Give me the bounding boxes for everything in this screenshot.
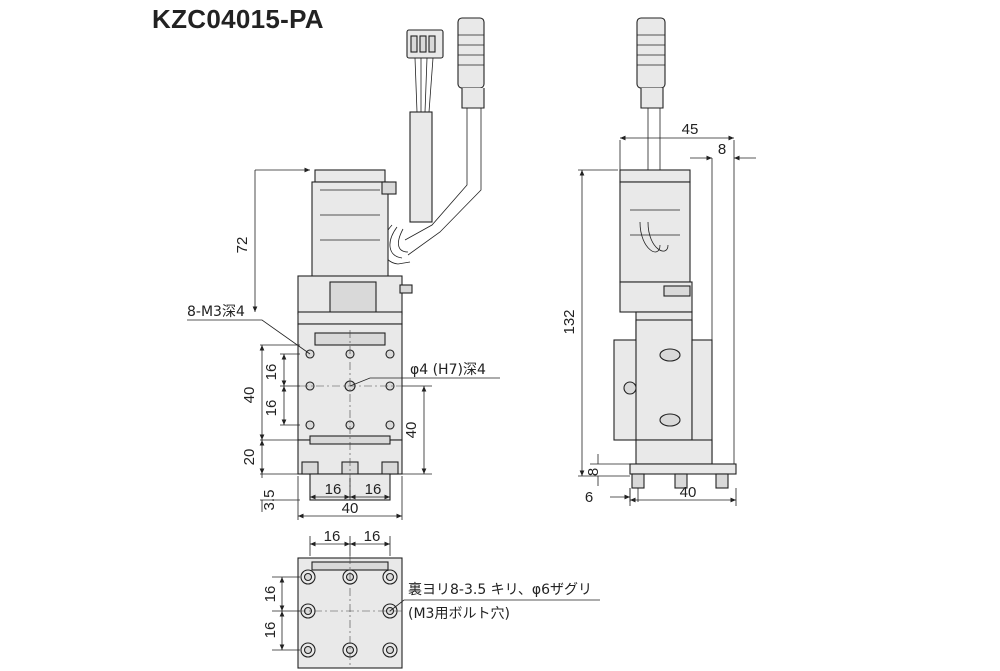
side-motor xyxy=(619,169,693,313)
side-stage xyxy=(613,311,737,489)
label-m3-holes: 8-M3深4 xyxy=(187,304,245,320)
dim-front-40-left: 40 xyxy=(241,387,258,404)
dim-bottom-16-lower: 16 xyxy=(262,622,279,639)
drawing-title: KZC04015-PA xyxy=(152,4,324,34)
side-view: 45 8 132 8 6 40 xyxy=(561,17,756,506)
dim-front-16-bottom-left: 16 xyxy=(325,481,342,498)
note-counterbore: 裏ヨリ8-3.5 キリ、φ6ザグリ xyxy=(408,581,592,598)
dim-front-16-bottom-right: 16 xyxy=(365,481,382,498)
dim-side-6: 6 xyxy=(585,489,593,506)
dim-front-3-5: 3.5 xyxy=(261,490,278,511)
dim-bottom-16-upper: 16 xyxy=(262,586,279,603)
dim-side-40-bottom: 40 xyxy=(680,484,697,501)
dim-front-72: 72 xyxy=(234,237,251,254)
dim-front-20: 20 xyxy=(241,449,258,466)
dim-side-8-top: 8 xyxy=(718,141,726,158)
dim-front-40-right: 40 xyxy=(403,422,420,439)
label-pin-hole: φ4 (H7)深4 xyxy=(410,362,486,378)
front-motor xyxy=(297,169,413,315)
front-cables xyxy=(382,17,485,265)
dim-front-16-lower: 16 xyxy=(263,400,280,417)
dim-side-132: 132 xyxy=(561,309,578,334)
bottom-view: 16 16 16 16 裏ヨリ8-3.5 キリ、φ6ザグリ (M3用ボルト穴) xyxy=(262,528,600,669)
dim-front-40-bottom: 40 xyxy=(342,500,359,517)
dim-side-8-bottom: 8 xyxy=(585,468,602,476)
dim-side-45: 45 xyxy=(682,121,699,138)
dim-front-16-upper: 16 xyxy=(263,364,280,381)
note-bolt-hole: (M3用ボルト穴) xyxy=(408,606,510,622)
dim-bottom-16-left: 16 xyxy=(324,528,341,545)
dim-bottom-16-right: 16 xyxy=(364,528,381,545)
front-view: 72 8-M3深4 40 16 16 20 3.5 φ4 (H7)深4 40 1… xyxy=(187,17,500,520)
